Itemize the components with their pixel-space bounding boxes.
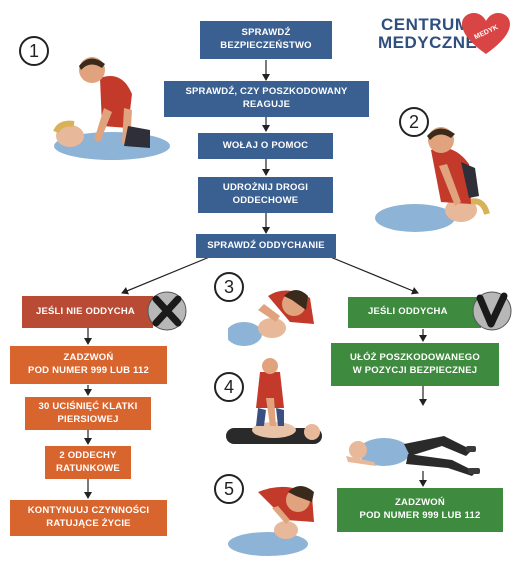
illustration-number-5: 5: [214, 474, 244, 504]
step-check-breathing: SPRAWDŹ ODDYCHANIE: [196, 234, 336, 258]
right-step-recovery-position: UŁÓŻ POSZKODOWANEGO W POZYCJI BEZPIECZNE…: [331, 343, 499, 386]
left-step-rescue-breaths: 2 ODDECHY RATUNKOWE: [45, 446, 131, 479]
illustration-number-4: 4: [214, 372, 244, 402]
illustration-number-1: 1: [19, 36, 49, 66]
logo-line2: MEDYCZNE: [378, 33, 478, 52]
step-open-airway: UDROŻNIJ DROGI ODDECHOWE: [198, 177, 333, 213]
illustration-rescue-breaths: [228, 486, 314, 556]
illustration-number-2: 2: [399, 107, 429, 137]
illustration-number-3: 3: [214, 272, 244, 302]
cross-icon: [147, 291, 187, 331]
illustration-recovery-position: [346, 436, 480, 476]
left-step-call-number: ZADZWOŃ POD NUMER 999 LUB 112: [10, 346, 167, 384]
heart-logo-icon: MEDYK: [462, 13, 510, 54]
logo-line1: CENTRUM: [381, 15, 470, 34]
left-step-compressions: 30 UCIŚNIĘĆ KLATKI PIERSIOWEJ: [25, 397, 151, 430]
step-check-safety: SPRAWDŹ BEZPIECZEŃSTWO: [200, 21, 332, 59]
branch-not-breathing-header: JEŚLI NIE ODDYCHA: [22, 296, 153, 328]
illustration-open-airway: [375, 127, 490, 232]
step-check-response: SPRAWDŹ, CZY POSZKODOWANY REAGUJE: [164, 81, 369, 117]
illustration-chest-compressions: [226, 358, 322, 444]
check-icon: [472, 291, 512, 331]
step-call-help: WOŁAJ O POMOC: [198, 133, 333, 159]
left-step-continue: KONTYNUUJ CZYNNOŚCI RATUJĄCE ŻYCIE: [10, 500, 167, 536]
branch-breathing-header: JEŚLI ODDYCHA: [348, 297, 481, 328]
right-step-call-number: ZADZWOŃ POD NUMER 999 LUB 112: [337, 488, 503, 532]
illustration-check-breathing: [228, 290, 314, 346]
illustration-check-response: [53, 57, 170, 160]
